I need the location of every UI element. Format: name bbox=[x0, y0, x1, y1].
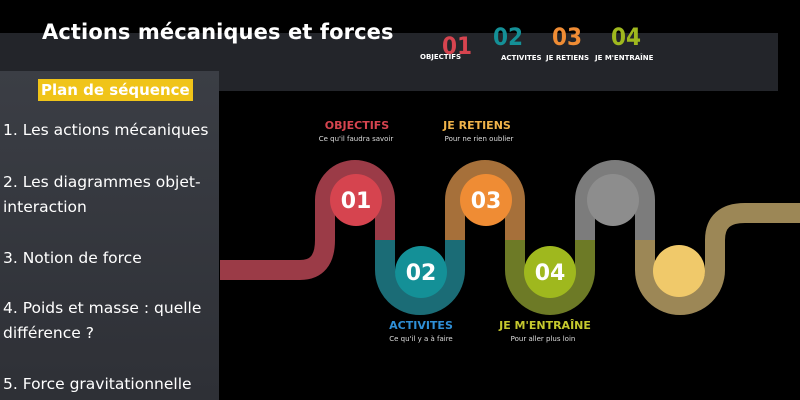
step-je-mentraine-subtitle: Pour aller plus loin bbox=[510, 335, 576, 343]
step-node-03[interactable]: 03 bbox=[460, 174, 512, 226]
step-activites-title: ACTIVITES bbox=[389, 319, 453, 332]
step-node-04[interactable]: 04 bbox=[524, 246, 576, 298]
tab-je-mentraine-number: 04 bbox=[611, 23, 642, 51]
step-je-mentraine-title: JE M'ENTRAÎNE bbox=[499, 319, 591, 332]
tab-objectifs-label: OBJECTIFS bbox=[420, 53, 462, 61]
step-objectifs-subtitle: Ce qu'il faudra savoir bbox=[318, 135, 394, 143]
road-segment-orange bbox=[445, 160, 525, 240]
road-segment-tan bbox=[635, 203, 800, 315]
step-node-02-number: 02 bbox=[406, 261, 437, 286]
step-node-blank-yellow bbox=[653, 245, 705, 297]
tab-je-retiens-number: 03 bbox=[552, 23, 583, 51]
tab-activites-number: 02 bbox=[493, 23, 524, 51]
step-node-01-number: 01 bbox=[341, 189, 372, 214]
road-segment-olive bbox=[505, 240, 595, 315]
step-je-retiens-subtitle: Pour ne rien oublier bbox=[444, 135, 514, 143]
plan-item-1[interactable]: 1. Les actions mécaniques bbox=[3, 121, 209, 139]
plan-item-2[interactable]: 2. Les diagrammes objet-interaction bbox=[3, 173, 201, 216]
step-activites-subtitle: Ce qu'il y a à faire bbox=[389, 335, 453, 343]
step-node-01[interactable]: 01 bbox=[330, 174, 382, 226]
plan-item-3[interactable]: 3. Notion de force bbox=[3, 249, 142, 267]
page-title: Actions mécaniques et forces bbox=[42, 20, 394, 44]
step-node-04-number: 04 bbox=[535, 261, 566, 286]
step-node-blank-gray bbox=[587, 174, 639, 226]
step-node-03-number: 03 bbox=[471, 189, 502, 214]
plan-item-5[interactable]: 5. Force gravitationnelle bbox=[3, 375, 192, 393]
tab-activites-label: ACTIVITES bbox=[501, 54, 542, 62]
road-segment-red bbox=[220, 160, 395, 280]
step-node-02[interactable]: 02 bbox=[395, 246, 447, 298]
step-objectifs-title: OBJECTIFS bbox=[324, 119, 390, 132]
plan-item-4[interactable]: 4. Poids et masse : quelle différence ? bbox=[3, 299, 202, 342]
sequence-plan-panel bbox=[0, 71, 219, 400]
road-segment-gray bbox=[575, 160, 655, 240]
tab-je-mentraine-label: JE M'ENTRAÎNE bbox=[595, 54, 654, 62]
road-segment-teal bbox=[375, 240, 465, 315]
tab-objectifs-number: 01 bbox=[442, 32, 473, 60]
step-je-retiens-title: JE RETIENS bbox=[443, 119, 511, 132]
tab-je-retiens-label: JE RETIENS bbox=[546, 54, 590, 62]
sequence-plan-title: Plan de séquence bbox=[38, 79, 193, 101]
